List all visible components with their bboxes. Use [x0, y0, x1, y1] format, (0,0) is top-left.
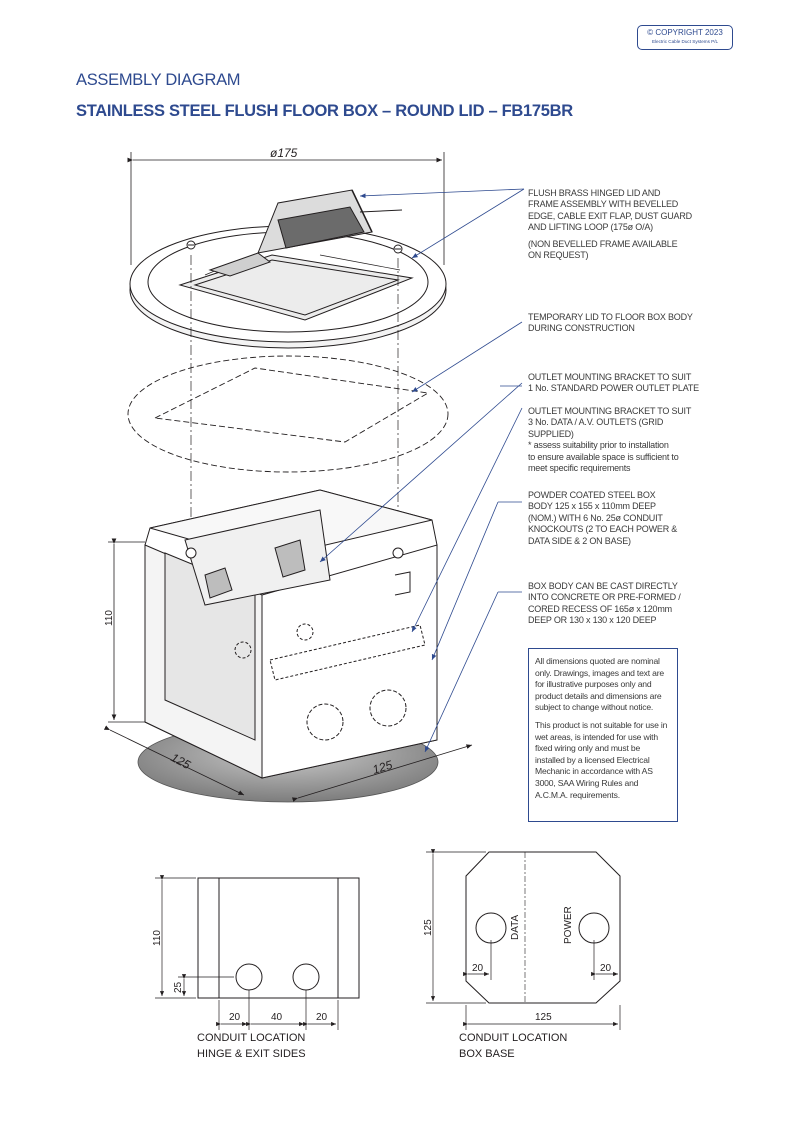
base-power-label: POWER [563, 906, 574, 944]
lid-diameter-dimension [127, 152, 445, 265]
base-view-drawing [426, 849, 621, 1030]
callout-temp-line: TEMPORARY LID TO FLOOR BOX BODY [528, 312, 693, 322]
side-height-label: 110 [152, 930, 163, 946]
round-lid [129, 189, 447, 349]
box-height-dimension [108, 538, 145, 723]
page-subtitle: STAINLESS STEEL FLUSH FLOOR BOX – ROUND … [76, 102, 573, 120]
base-edge-left-label: 20 [472, 963, 484, 974]
callout-data-line: OUTLET MOUNTING BRACKET TO SUIT [528, 406, 692, 416]
callout-cast-line: INTO CONCRETE OR PRE-FORMED / [528, 592, 681, 603]
callout-lid-note-line: ON REQUEST) [528, 250, 589, 261]
callout-data-line: SUPPLIED) [528, 428, 574, 439]
callout-power-line: 1 No. STANDARD POWER OUTLET PLATE [528, 383, 699, 394]
box-height-label: 110 [104, 610, 115, 626]
callout-data-line: to ensure available space is sufficient … [528, 451, 679, 462]
callout-box-line: BODY 125 x 155 x 110mm DEEP [528, 501, 656, 512]
side-caption-line2: HINGE & EXIT SIDES [197, 1048, 306, 1060]
callout-data-line: meet specific requirements [528, 463, 631, 474]
callout-lid: FLUSH BRASS HINGED LID AND FRAME ASSEMBL… [528, 188, 692, 261]
base-caption-line2: BOX BASE [459, 1048, 515, 1060]
side-spacing-label: 40 [271, 1012, 283, 1023]
side-view-drawing [155, 875, 360, 1030]
callout-power-line: OUTLET MOUNTING BRACKET TO SUIT [528, 372, 692, 382]
disclaimer-dimensions: All dimensions quoted are nominal only. … [535, 656, 664, 713]
alignment-lines [190, 255, 399, 555]
disclaimer-box: All dimensions quoted are nominal only. … [528, 648, 678, 822]
copyright-text: © COPYRIGHT 2023 [647, 28, 723, 37]
base-caption-line1: CONDUIT LOCATION [459, 1032, 568, 1044]
temporary-lid [127, 355, 449, 473]
callout-lid-note-line: (NON BEVELLED FRAME AVAILABLE [528, 238, 678, 249]
disclaimer-safety: This product is not suitable for use in … [535, 719, 668, 800]
callout-cast-line: BOX BODY CAN BE CAST DIRECTLY [528, 581, 678, 591]
side-caption-line1: CONDUIT LOCATION [197, 1032, 306, 1044]
side-edge-left-label: 20 [229, 1012, 241, 1023]
side-hole-height-label: 25 [173, 981, 184, 993]
callout-box-line: DATA SIDE & 2 ON BASE) [528, 535, 631, 546]
callout-box-line: POWDER COATED STEEL BOX [528, 490, 656, 500]
callout-power-bracket: OUTLET MOUNTING BRACKET TO SUIT 1 No. ST… [528, 372, 699, 395]
callout-steel-box: POWDER COATED STEEL BOX BODY 125 x 155 x… [528, 490, 677, 547]
callout-temporary-lid: TEMPORARY LID TO FLOOR BOX BODY DURING C… [528, 312, 693, 335]
callout-cast: BOX BODY CAN BE CAST DIRECTLY INTO CONCR… [528, 581, 681, 627]
callout-data-line: 3 No. DATA / A.V. OUTLETS (GRID [528, 417, 664, 428]
copyright-company: Electric Cable Duct Systems P/L [651, 39, 719, 44]
base-edge-right-label: 20 [600, 963, 612, 974]
side-edge-right-label: 20 [316, 1012, 328, 1023]
page-title: ASSEMBLY DIAGRAM [76, 71, 241, 89]
steel-box [144, 489, 438, 779]
callout-lid-line: AND LIFTING LOOP (175ø O/A) [528, 222, 653, 233]
callout-box-line: (NOM.) WITH 6 No. 25ø CONDUIT [528, 512, 663, 523]
callout-data-line: * assess suitability prior to installati… [528, 440, 669, 451]
callout-lid-line: FLUSH BRASS HINGED LID AND [528, 188, 661, 198]
box-width-dimensions [103, 725, 473, 802]
callout-leaders [319, 188, 525, 753]
lid-diameter-label: ø175 [270, 146, 298, 160]
callout-lid-line: FRAME ASSEMBLY WITH BEVELLED [528, 199, 679, 210]
base-view-caption: CONDUIT LOCATION BOX BASE [459, 1030, 567, 1062]
callout-cast-line: CORED RECESS OF 165ø x 120mm [528, 603, 672, 614]
callout-lid-line: EDGE, CABLE EXIT FLAP, DUST GUARD [528, 210, 692, 221]
box-width-label: 125 [371, 758, 395, 777]
base-width-label: 125 [535, 1012, 552, 1023]
callout-cast-line: DEEP OR 130 x 130 x 120 DEEP [528, 615, 657, 626]
base-data-label: DATA [510, 914, 521, 940]
base-height-label: 125 [423, 919, 434, 936]
callout-temp-line: DURING CONSTRUCTION [528, 323, 635, 334]
callout-box-line: KNOCKOUTS (2 TO EACH POWER & [528, 524, 678, 535]
callout-data-bracket: OUTLET MOUNTING BRACKET TO SUIT 3 No. DA… [528, 406, 691, 474]
side-view-caption: CONDUIT LOCATION HINGE & EXIT SIDES [197, 1030, 306, 1062]
copyright-badge: © COPYRIGHT 2023 Electric Cable Duct Sys… [637, 25, 733, 50]
